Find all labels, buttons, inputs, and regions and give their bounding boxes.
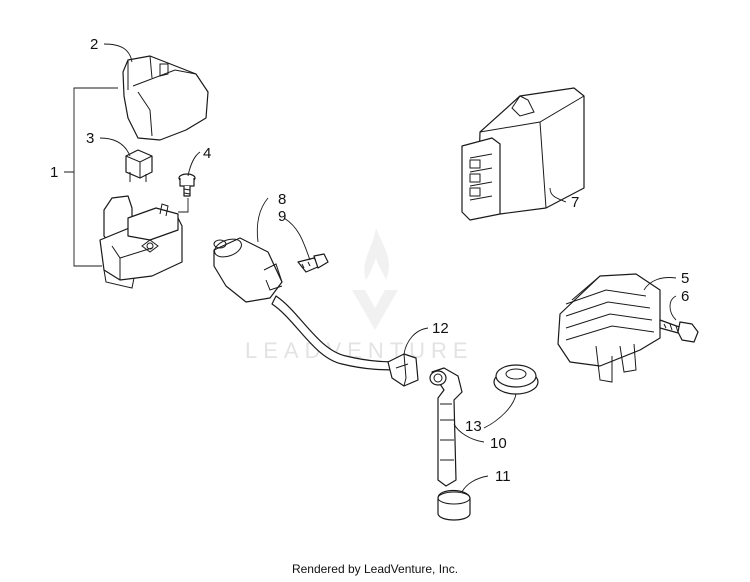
part-relay-assembly xyxy=(99,195,183,289)
part-screw-9 xyxy=(297,253,329,273)
callout-labels: 1 2 3 4 5 6 7 8 9 10 11 12 13 xyxy=(50,36,689,485)
callout-5: 5 xyxy=(681,270,689,287)
callout-1: 1 xyxy=(50,164,58,181)
callout-9: 9 xyxy=(278,208,286,225)
callout-6: 6 xyxy=(681,288,689,305)
leader-lines xyxy=(64,43,677,493)
callout-2: 2 xyxy=(90,36,98,53)
part-fuse xyxy=(125,149,153,182)
part-cap xyxy=(437,489,471,521)
callout-3: 3 xyxy=(86,130,94,147)
part-cdi-module xyxy=(461,87,585,221)
callout-11: 11 xyxy=(495,468,511,485)
part-bolt-6 xyxy=(659,319,699,343)
callout-13: 13 xyxy=(465,418,482,435)
callout-8: 8 xyxy=(278,191,286,208)
footer-credit: Rendered by LeadVenture, Inc. xyxy=(291,562,459,576)
callout-4: 4 xyxy=(203,145,211,162)
part-screw-4 xyxy=(178,173,196,197)
part-plug-cap xyxy=(429,367,463,487)
callout-12: 12 xyxy=(432,320,449,337)
part-regulator xyxy=(557,273,661,383)
callout-7: 7 xyxy=(571,194,579,211)
watermark: LEADVENTURE xyxy=(245,228,468,363)
watermark-logo-icon xyxy=(352,228,398,330)
part-grommet xyxy=(493,364,539,395)
callout-10: 10 xyxy=(490,435,507,452)
part-cover xyxy=(122,55,209,141)
